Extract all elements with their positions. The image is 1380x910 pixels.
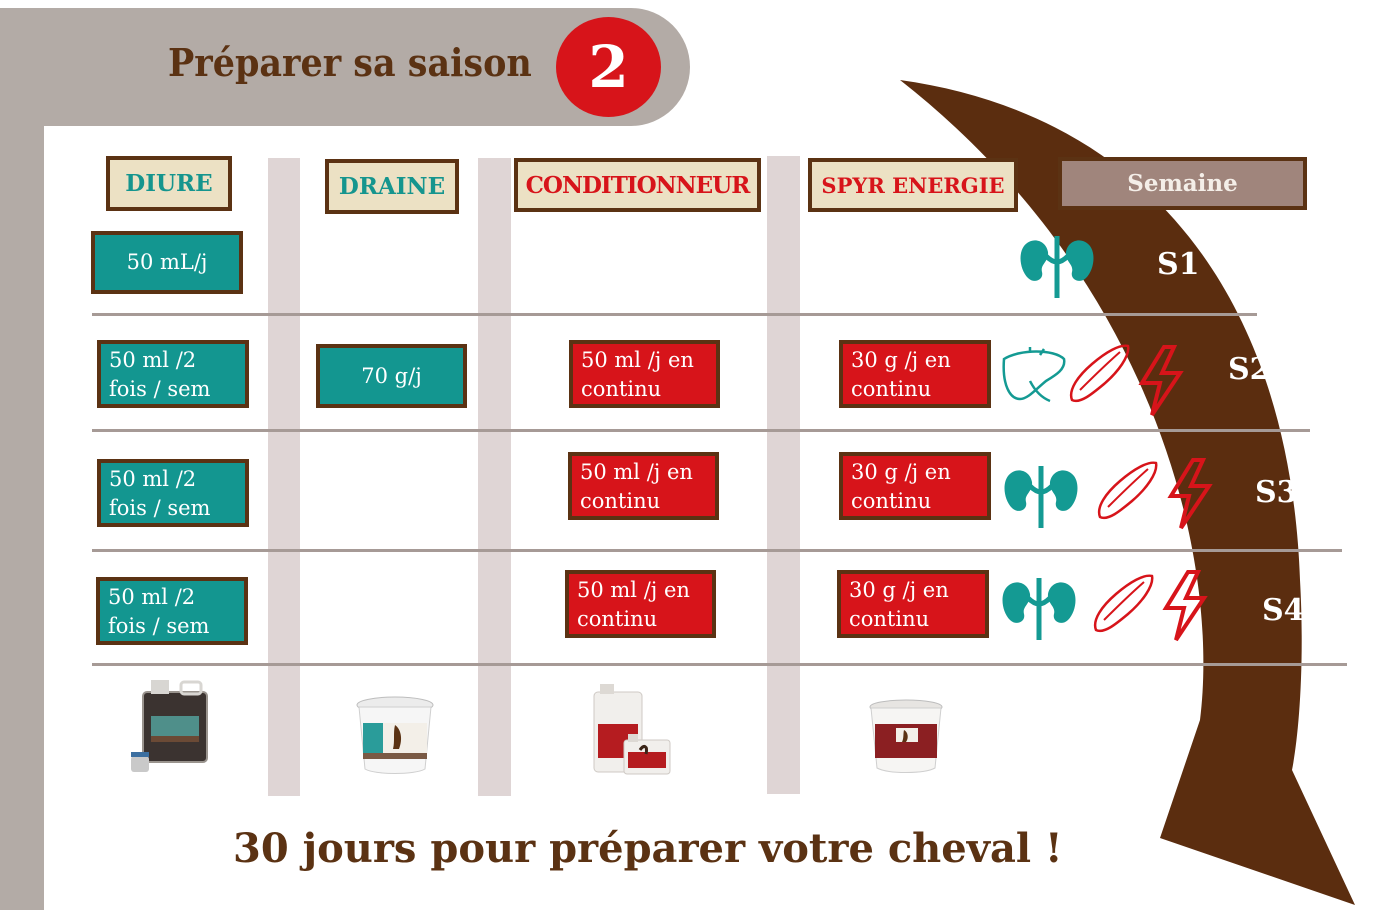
column-header-spyr-energie: SPYR ENERGIE [808,158,1018,212]
dose-conditionneur-s2: 50 ml /j en continu [569,340,720,408]
week-label-s4: S4 [1262,593,1305,628]
kidney-icon [1004,466,1078,528]
muscle-icon [1097,461,1158,520]
week-label-s1: S1 [1157,247,1200,282]
week-label-s2: S2 [1228,352,1271,387]
row-divider [92,549,1342,552]
dose-diure-s2: 50 ml /2 fois / sem [97,340,249,408]
dose-spyr-s4: 30 g /j en continu [837,570,989,638]
liver-icon [1002,347,1066,403]
product-spyr-energie-bucket [869,699,943,773]
footer-text: 30 jours pour préparer votre cheval ! [233,825,1063,872]
column-header-diure: DIURE [106,156,232,211]
row-divider [92,313,1257,316]
dose-draine-s2: 70 g/j [316,344,467,408]
kidney-icon [1020,236,1094,298]
step-badge: 2 [556,17,661,117]
left-bar [0,126,44,910]
page-title: Préparer sa saison [168,40,532,85]
column-separator [478,158,511,796]
lightning-icon [1138,345,1184,417]
column-header-draine: DRAINE [325,159,459,214]
product-diure-can [131,680,208,772]
product-draine-bucket [356,696,434,774]
lightning-icon [1167,458,1213,530]
dose-spyr-s2: 30 g /j en continu [839,340,991,408]
dose-diure-s1: 50 mL/j [91,231,243,294]
column-header-semaine: Semaine [1058,157,1307,210]
column-separator [767,156,800,794]
week-label-s3: S3 [1255,475,1298,510]
column-separator [268,158,300,796]
muscle-icon [1069,344,1130,403]
row-divider [92,429,1310,432]
kidney-icon [1002,578,1076,640]
muscle-icon [1093,574,1154,633]
dose-conditionneur-s4: 50 ml /j en continu [565,570,716,638]
dose-diure-s4: 50 ml /2 fois / sem [96,577,248,645]
dose-diure-s3: 50 ml /2 fois / sem [97,459,249,527]
product-conditionneur-cans [593,684,671,775]
dose-conditionneur-s3: 50 ml /j en continu [568,452,719,520]
column-header-conditionneur: CONDITIONNEUR [514,158,761,212]
row-divider [92,663,1347,666]
dose-spyr-s3: 30 g /j en continu [839,452,991,520]
lightning-icon [1162,570,1208,642]
